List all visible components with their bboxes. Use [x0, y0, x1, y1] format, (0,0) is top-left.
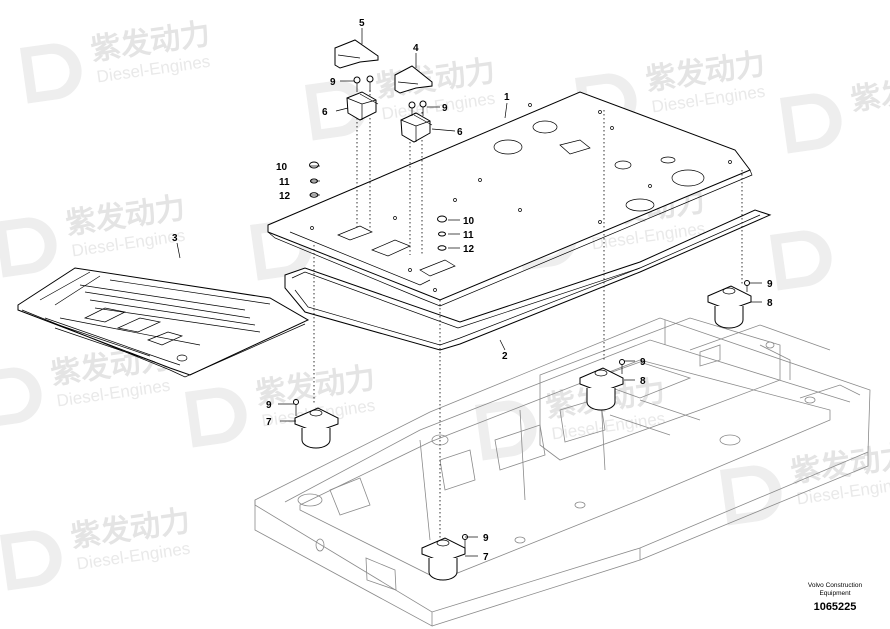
bolts-top [353, 75, 427, 116]
callout-12-left: 12 [279, 191, 291, 202]
fastener-stack-right [437, 215, 447, 251]
watermark-logo-icon [475, 400, 537, 461]
watermark-logo-icon [780, 93, 842, 154]
floor-mat [17, 267, 310, 378]
watermark-logo-icon [0, 217, 57, 278]
callout-6-left: 6 [322, 107, 328, 118]
cover-4 [394, 65, 433, 94]
mount-8-right [707, 280, 752, 329]
cab-frame [254, 317, 871, 627]
watermark-7: 紫发动力 [780, 67, 890, 154]
watermark-logo-icon [0, 530, 62, 591]
watermark-12: 紫发动力 Diesel-Engines [0, 504, 192, 591]
callout-8-middle-mount: 8 [640, 376, 646, 387]
watermark-logo-icon [720, 465, 782, 526]
callout-6-right: 6 [457, 127, 463, 138]
bracket-6-left [346, 91, 379, 121]
callout-12-right: 12 [463, 244, 475, 255]
callout-3: 3 [172, 233, 178, 244]
mount-7-bottom [421, 534, 468, 581]
callout-9-bottom-mount: 9 [483, 533, 489, 544]
mount-8-middle [579, 359, 625, 411]
callout-labels: 5 4 9 9 6 6 10 11 12 10 11 12 1 2 3 9 7 … [172, 18, 773, 563]
bracket-6-right [400, 112, 433, 143]
brand-line-2: Equipment [819, 590, 851, 597]
callout-9-right-mount: 9 [767, 279, 773, 290]
callout-7-bottom-mount: 7 [483, 552, 489, 563]
watermark-4: 紫发动力 Diesel-Engines [0, 191, 187, 278]
drawing-footer: Volvo Construction Equipment 1065225 [790, 582, 880, 613]
svg-text:紫发动力: 紫发动力 [849, 67, 890, 118]
callout-2: 2 [502, 351, 508, 362]
callout-11-right: 11 [463, 230, 474, 241]
callout-5: 5 [359, 18, 365, 29]
callout-1: 1 [504, 92, 510, 103]
watermark-logo-icon [20, 43, 82, 104]
brand-line-1: Volvo Construction [807, 582, 863, 589]
callout-7-left-mount: 7 [266, 417, 272, 428]
fastener-stack-left [309, 161, 319, 198]
drawing-number: 1065225 [813, 601, 857, 613]
cover-5 [334, 39, 379, 69]
watermark-logo-icon [0, 367, 42, 428]
watermark-1: 紫发动力 Diesel-Engines [20, 17, 212, 104]
callout-9-top-left: 9 [330, 77, 336, 88]
leader-lines [176, 28, 762, 557]
watermark-13: 紫发动力 Diesel-Engines [720, 439, 890, 526]
callout-9-left-mount: 9 [266, 400, 272, 411]
seal-gasket [284, 209, 772, 351]
callout-4: 4 [413, 43, 419, 54]
assembly-center-lines [313, 90, 743, 540]
watermark-logo-icon [770, 230, 832, 291]
callout-9-top-right: 9 [442, 103, 448, 114]
floor-plate [267, 91, 753, 307]
watermark-11 [770, 230, 832, 291]
callout-9-middle-mount: 9 [640, 357, 646, 368]
callout-10-left: 10 [276, 162, 288, 173]
mount-7-left [293, 399, 339, 449]
callout-10-right: 10 [463, 216, 475, 227]
callout-11-left: 11 [279, 177, 290, 188]
callout-8-right-mount: 8 [767, 298, 773, 309]
watermark-logo-icon [305, 80, 367, 141]
watermark-logo-icon [185, 387, 247, 448]
